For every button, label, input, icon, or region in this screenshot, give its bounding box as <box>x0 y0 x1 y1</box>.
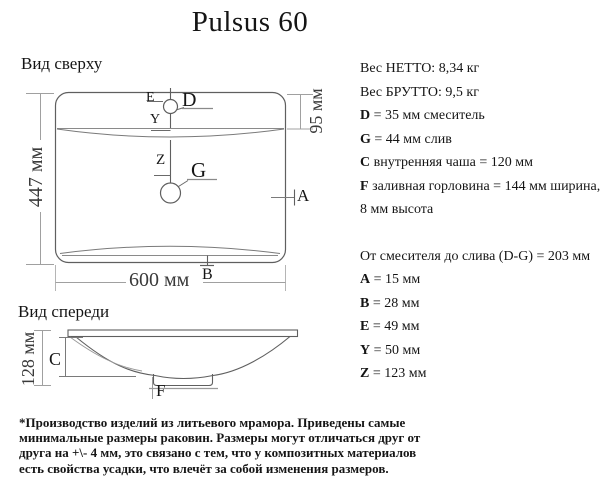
spec-b: B = 28 мм <box>360 295 420 311</box>
front-view-drawing <box>34 329 299 399</box>
bowl-profile <box>75 336 291 380</box>
bowl-inner-wall <box>69 336 143 372</box>
front-curve <box>59 245 281 254</box>
spec-f-line1: F заливная горловина = 144 мм ширина, <box>360 178 600 194</box>
front-view-heading: Вид спереди <box>18 302 110 321</box>
spec-gap <box>360 222 600 245</box>
front-view-height-dim: 128 мм <box>18 331 38 387</box>
drain-hole <box>159 182 182 204</box>
overflow-box <box>152 374 214 387</box>
spec-e: E = 49 мм <box>360 319 420 334</box>
footnote-line: минимальные размеры раковин. Размеры мог… <box>19 430 421 446</box>
top-view-drawing <box>26 88 313 291</box>
spec-y: Y = 50 мм <box>360 342 421 358</box>
label-y: Y <box>150 112 161 127</box>
spec-net-weight: Вес НЕТТО: 8,34 кг <box>360 61 480 76</box>
g-leader-line <box>178 180 189 187</box>
footnote: *Производство изделий из литьевого мрамо… <box>19 415 421 476</box>
front-height-dim-ticks <box>34 330 51 386</box>
spec-g: G = 44 мм слив <box>360 131 452 147</box>
label-g: G <box>191 158 207 182</box>
top-view-backsplash-dim: 95 мм <box>306 88 326 134</box>
page-title: Pulsus 60 <box>191 6 309 38</box>
footnote-line: есть свойства усадки, что влечёт за собо… <box>19 460 389 476</box>
spec-a: A = 15 мм <box>360 272 421 287</box>
spec-gross-weight: Вес БРУТТО: 9,5 кг <box>360 84 479 100</box>
footnote-line: друга на +\- 4 мм, это связано с тем, чт… <box>19 445 417 461</box>
spec-list: Вес НЕТТО: 8,34 кг Вес БРУТТО: 9,5 кг D … <box>360 57 600 386</box>
faucet-hole <box>162 98 179 115</box>
footnote-line: *Производство изделий из литьевого мрамо… <box>19 415 406 430</box>
label-b: B <box>202 266 213 283</box>
label-f: F <box>156 381 166 400</box>
label-d: D <box>182 89 197 111</box>
slab-outline <box>67 329 299 338</box>
width-dim-ext <box>55 265 286 291</box>
label-z: Z <box>156 152 166 168</box>
spec-d: D = 35 мм смеситель <box>360 108 485 123</box>
top-view-width-dim: 600 мм <box>129 269 190 291</box>
deck-curve <box>56 128 285 138</box>
spec-dg-distance: От смесителя до слива (D-G) = 203 мм <box>360 248 591 264</box>
top-view-height-dim: 447 мм <box>25 146 47 208</box>
spec-z: Z = 123 мм <box>360 366 427 381</box>
label-c: C <box>49 349 62 369</box>
label-e: E <box>146 90 155 105</box>
label-a: A <box>297 186 310 205</box>
spec-c: C внутренняя чаша = 120 мм <box>360 155 533 170</box>
top-view-heading: Вид сверху <box>21 54 103 73</box>
spec-f-line2: 8 мм высота <box>360 202 434 217</box>
